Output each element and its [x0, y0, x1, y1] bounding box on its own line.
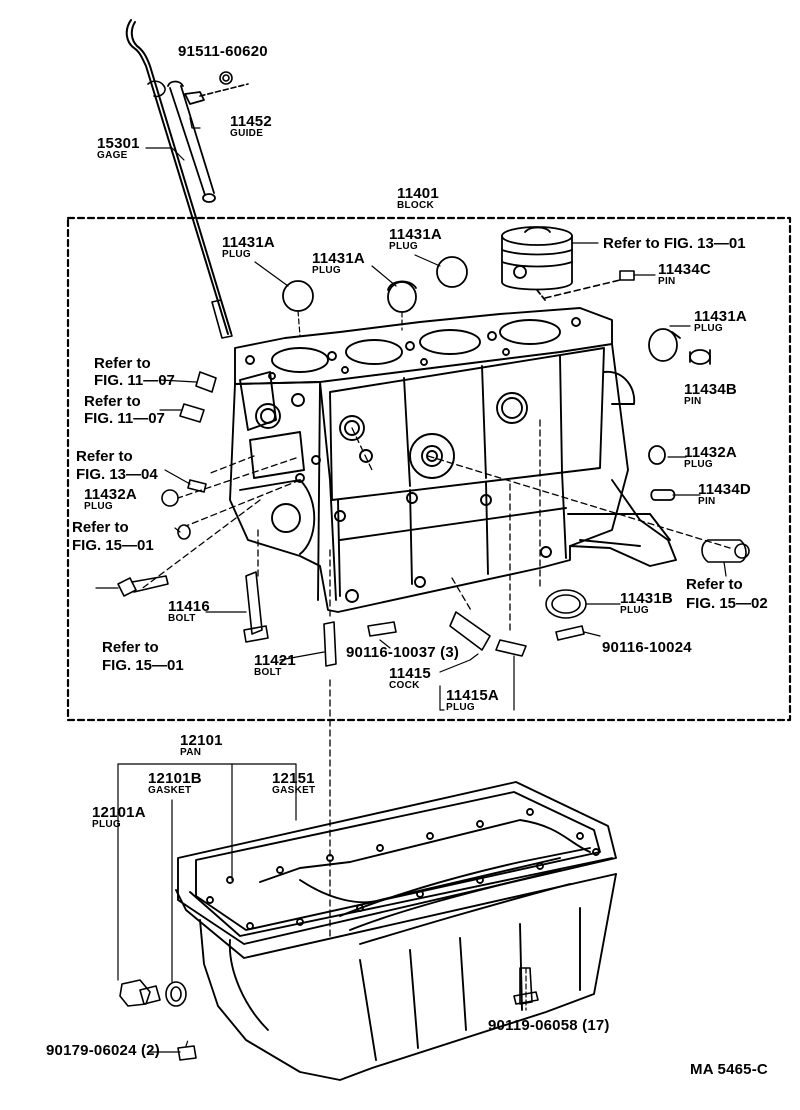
- engine-block: [229, 307, 677, 613]
- part-number-12101b: 12101B: [148, 770, 202, 787]
- part-number-90116-10037: 90116-10037 (3): [346, 644, 460, 661]
- part-number-90119-06058: 90119-06058 (17): [488, 1017, 610, 1034]
- part-name-plug-101a: PLUG: [92, 819, 121, 830]
- part-name-plug-432a-right: PLUG: [684, 459, 713, 470]
- reference-fig-15-01-a-line2[interactable]: FIG. 15—01: [72, 537, 154, 554]
- part-number-11434c: 11434C: [658, 261, 711, 278]
- part-number-11431a-2: 11431A: [312, 250, 365, 267]
- part-number-11421: 11421: [254, 652, 296, 669]
- block-assembly-boundary: [66, 216, 792, 722]
- part-name-plug-3: PLUG: [389, 241, 418, 252]
- part-number-12151: 12151: [272, 770, 315, 787]
- diagram-code: MA 5465-C: [690, 1061, 768, 1078]
- reference-fig-15-01-b-line2[interactable]: FIG. 15—01: [102, 657, 184, 674]
- part-number-11416: 11416: [168, 598, 210, 615]
- left-small-parts: [117, 371, 337, 667]
- part-number-11452: 11452: [230, 113, 272, 130]
- reference-fig-15-02-line1[interactable]: Refer to: [686, 576, 743, 593]
- part-number-11431a-1: 11431A: [222, 234, 275, 251]
- part-name-pin-d: PIN: [698, 496, 716, 507]
- oil-pan: [175, 781, 617, 1081]
- part-number-11431a-3: 11431A: [389, 226, 442, 243]
- part-number-12101: 12101: [180, 732, 223, 749]
- part-number-90116-10024: 90116-10024: [602, 639, 692, 656]
- part-name-pan: PAN: [180, 747, 202, 758]
- pin-11434c: [544, 270, 656, 299]
- piston: [501, 226, 573, 301]
- gage-dipstick: [125, 19, 233, 339]
- part-number-90179-06024: 90179-06024 (2): [46, 1042, 160, 1059]
- part-name-cock: COCK: [389, 680, 420, 691]
- part-number-11415: 11415: [389, 665, 431, 682]
- part-number-11431a-4: 11431A: [694, 308, 747, 325]
- reference-fig-13-01[interactable]: Refer to FIG. 13—01: [603, 235, 746, 252]
- part-number-15301: 15301: [97, 135, 140, 152]
- part-number-11434b: 11434B: [684, 381, 737, 398]
- part-name-guide: GUIDE: [230, 128, 264, 139]
- part-name-pin-b: PIN: [684, 396, 702, 407]
- part-number-11432a-left: 11432A: [84, 486, 137, 503]
- part-name-bolt-416: BOLT: [168, 613, 196, 624]
- reference-fig-15-02-line2[interactable]: FIG. 15—02: [686, 595, 768, 612]
- part-name-plug-431b: PLUG: [620, 605, 649, 616]
- plug-shapes: [282, 256, 711, 501]
- part-name-plug-1: PLUG: [222, 249, 251, 260]
- part-number-11431b: 11431B: [620, 590, 673, 607]
- bolt-91511: [199, 71, 249, 97]
- reference-fig-11-07-a-line2[interactable]: FIG. 11—07: [94, 372, 175, 389]
- part-name-plug-2: PLUG: [312, 265, 341, 276]
- part-name-plug-4: PLUG: [694, 323, 723, 334]
- reference-fig-13-04-line2[interactable]: FIG. 13—04: [76, 466, 158, 483]
- part-name-bolt-421: BOLT: [254, 667, 282, 678]
- pan-small-parts: [119, 967, 539, 1061]
- guide-tube: [167, 80, 216, 203]
- part-name-plug-432a-left: PLUG: [84, 501, 113, 512]
- reference-fig-15-01-b-line1[interactable]: Refer to: [102, 639, 159, 656]
- part-number-11415a: 11415A: [446, 687, 499, 704]
- reference-fig-13-04-line1[interactable]: Refer to: [76, 448, 133, 465]
- part-number-11434d: 11434D: [698, 481, 751, 498]
- part-name-plug-415a: PLUG: [446, 702, 475, 713]
- part-number-91511: 91511-60620: [178, 43, 268, 60]
- part-name-pin-c: PIN: [658, 276, 676, 287]
- reference-fig-11-07-b-line2[interactable]: FIG. 11—07: [84, 410, 165, 427]
- reference-fig-11-07-a-line1[interactable]: Refer to: [94, 355, 151, 372]
- reference-fig-15-01-a-line1[interactable]: Refer to: [72, 519, 129, 536]
- part-number-11401: 11401: [397, 185, 439, 202]
- part-number-11432a-right: 11432A: [684, 444, 737, 461]
- part-number-12101a: 12101A: [92, 804, 146, 821]
- reference-fig-11-07-b-line1[interactable]: Refer to: [84, 393, 141, 410]
- part-name-block: BLOCK: [397, 200, 435, 211]
- part-name-gage: GAGE: [97, 150, 128, 161]
- part-name-gasket-101b: GASKET: [148, 785, 192, 796]
- part-name-gasket-151: GASKET: [272, 785, 316, 796]
